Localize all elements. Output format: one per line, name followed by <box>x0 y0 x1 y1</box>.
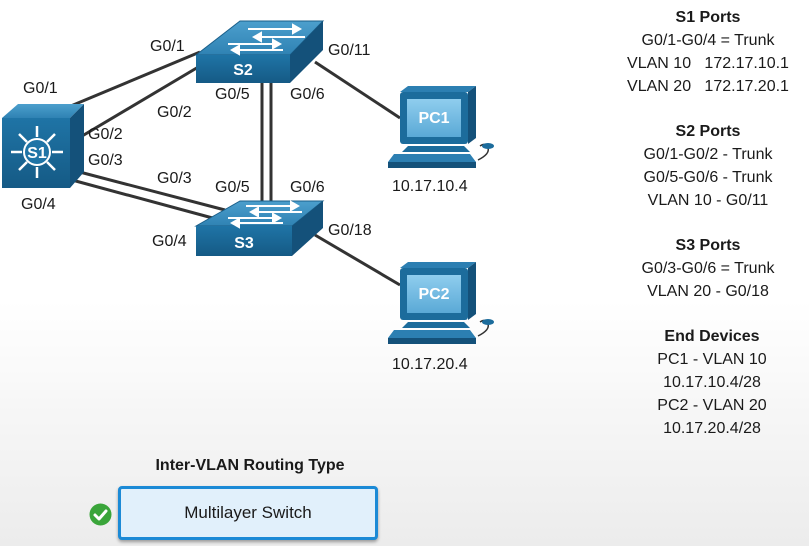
multilayer-switch-answer-button[interactable]: Multilayer Switch <box>118 486 378 540</box>
s3-ports-info: S3 Ports G0/3-G0/6 = Trunk VLAN 20 - G0/… <box>608 234 808 303</box>
pc2-computer[interactable]: PC2 <box>388 262 494 344</box>
s3-ports-line: G0/3-G0/6 = Trunk <box>641 260 775 277</box>
pc1-label: PC1 <box>418 110 449 127</box>
pc2-ip-label: 10.17.20.4 <box>392 356 468 373</box>
s1-ports-line: G0/1-G0/4 = Trunk <box>641 32 775 49</box>
s3-label: S3 <box>234 235 254 252</box>
multilayer-switch-s1[interactable]: S1 <box>2 104 84 188</box>
pc1-ip-label: 10.17.10.4 <box>392 178 468 195</box>
link-s1-s3-g04 <box>71 178 221 222</box>
switch-arrows-icon <box>228 23 305 56</box>
link-s2-pc1 <box>314 60 401 120</box>
s2-ports-info: S2 Ports G0/1-G0/2 - Trunk G0/5-G0/6 - T… <box>608 120 808 212</box>
answer-label: Multilayer Switch <box>184 503 312 522</box>
port-label-s1-g01: G0/1 <box>23 80 58 97</box>
end-devices-heading: End Devices <box>664 328 760 345</box>
port-label-s2-g02: G0/2 <box>157 104 192 121</box>
pc2-label: PC2 <box>418 286 449 303</box>
links <box>41 50 401 287</box>
link-s1-s2-g02 <box>71 64 201 144</box>
s1-ports-line: VLAN 10 172.17.10.1 <box>627 55 789 72</box>
s1-ports-heading: S1 Ports <box>675 9 741 26</box>
link-s3-pc2 <box>314 233 401 287</box>
routing-type-title: Inter-VLAN Routing Type <box>155 457 345 474</box>
s2-ports-line: G0/5-G0/6 - Trunk <box>643 169 773 186</box>
port-label-s3-g04: G0/4 <box>152 233 187 250</box>
s2-ports-heading: S2 Ports <box>675 123 741 140</box>
port-label-s3-g03: G0/3 <box>157 170 192 187</box>
port-label-s2-g011: G0/11 <box>328 42 371 59</box>
switch-s3[interactable]: S3 <box>194 200 325 256</box>
end-devices-line: PC1 - VLAN 10 <box>657 351 767 368</box>
router-arrows-icon <box>11 126 63 178</box>
port-label-s3-g06: G0/6 <box>290 179 325 196</box>
pc1-computer[interactable]: PC1 <box>388 86 494 168</box>
check-icon <box>89 503 112 526</box>
s2-label: S2 <box>233 62 253 79</box>
s3-ports-heading: S3 Ports <box>675 237 741 254</box>
end-devices-line: 10.17.20.4/28 <box>663 420 761 437</box>
s1-ports-line: VLAN 20 172.17.20.1 <box>627 78 789 95</box>
s2-ports-line: G0/1-G0/2 - Trunk <box>643 146 773 163</box>
port-label-s1-g04: G0/4 <box>21 196 56 213</box>
switch-s2[interactable]: S2 <box>194 20 325 83</box>
port-label-s2-g01: G0/1 <box>150 38 185 55</box>
port-label-s2-g06: G0/6 <box>290 86 325 103</box>
port-label-s1-g03: G0/3 <box>88 152 123 169</box>
port-label-s2-g05: G0/5 <box>215 86 250 103</box>
port-label-s3-g018: G0/18 <box>328 222 372 239</box>
end-devices-line: 10.17.10.4/28 <box>663 374 761 391</box>
switch-arrows-icon <box>228 200 302 229</box>
s2-ports-line: VLAN 10 - G0/11 <box>647 192 769 209</box>
s3-ports-line: VLAN 20 - G0/18 <box>647 283 769 300</box>
s1-ports-info: S1 Ports G0/1-G0/4 = Trunk VLAN 10 172.1… <box>608 6 808 98</box>
link-s1-s3-g03 <box>71 168 226 212</box>
end-devices-info: End Devices PC1 - VLAN 10 10.17.10.4/28 … <box>612 325 809 440</box>
s1-label: S1 <box>27 145 47 162</box>
port-label-s1-g02: G0/2 <box>88 126 123 143</box>
port-label-s3-g05: G0/5 <box>215 179 250 196</box>
end-devices-line: PC2 - VLAN 20 <box>657 397 767 414</box>
